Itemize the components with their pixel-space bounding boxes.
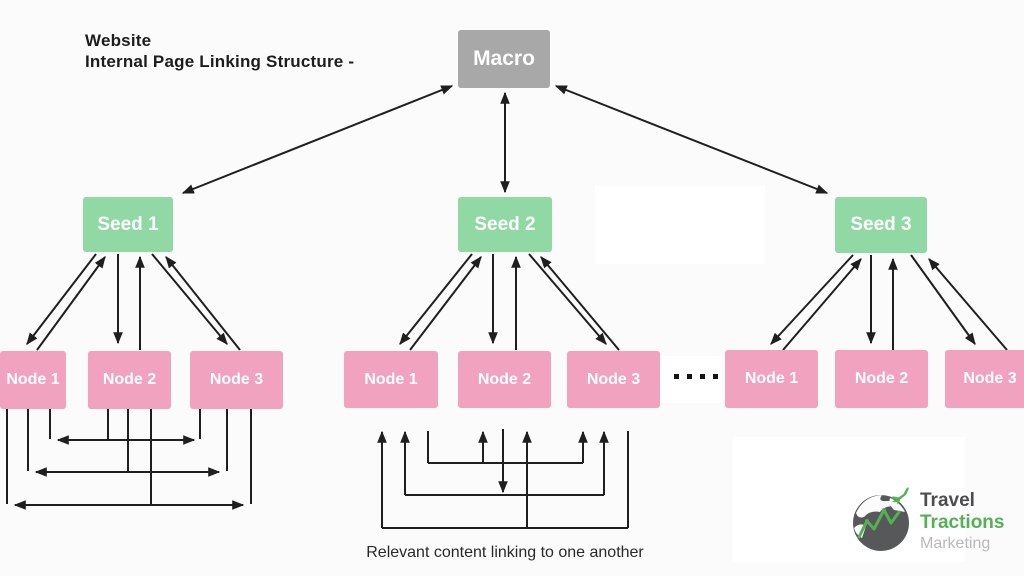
plane-icon	[890, 487, 909, 505]
seed1-node-arrows	[26, 253, 241, 351]
travel-tractions-logo: Travel Tractions Marketing	[850, 486, 1004, 554]
group1-node3-box: Node 3	[190, 351, 283, 409]
group1-node2-box: Node 2	[88, 351, 171, 409]
page-title-line2: Internal Page Linking Structure -	[85, 52, 355, 71]
background-patch	[595, 186, 765, 264]
seed1-box: Seed 1	[83, 197, 173, 252]
group2-node1-box: Node 1	[344, 351, 438, 408]
seed2-node-arrows	[399, 253, 620, 351]
group3-node3-box: Node 3	[945, 350, 1024, 408]
seed2-box: Seed 2	[458, 197, 552, 252]
globe-icon	[853, 487, 909, 551]
page-title: Website Internal Page Linking Structure …	[85, 30, 354, 72]
group1-interlink-arrows	[6, 409, 252, 510]
macro-box: Macro	[458, 30, 550, 88]
group3-node1-box: Node 1	[725, 350, 818, 408]
seed3-box: Seed 3	[835, 197, 927, 253]
background-patch	[733, 437, 965, 562]
group3-node2-box: Node 2	[835, 350, 928, 408]
logo-name-bottom: Tractions	[920, 512, 1005, 533]
logo-subtitle: Marketing	[920, 535, 991, 552]
page-title-line1: Website	[85, 31, 152, 50]
logo-name-top: Travel	[920, 490, 975, 511]
group2-node3-box: Node 3	[567, 351, 660, 408]
group2-node2-box: Node 2	[458, 351, 551, 408]
background-patch	[660, 356, 722, 403]
group1-node1-box: Node 1	[0, 351, 66, 409]
group2-interlink-arrows	[377, 429, 629, 529]
seed3-node-arrows	[770, 254, 1008, 351]
diagram-caption: Relevant content linking to one another	[366, 544, 644, 561]
ellipsis-dots	[674, 374, 718, 379]
macro-seed-arrows	[181, 85, 829, 194]
